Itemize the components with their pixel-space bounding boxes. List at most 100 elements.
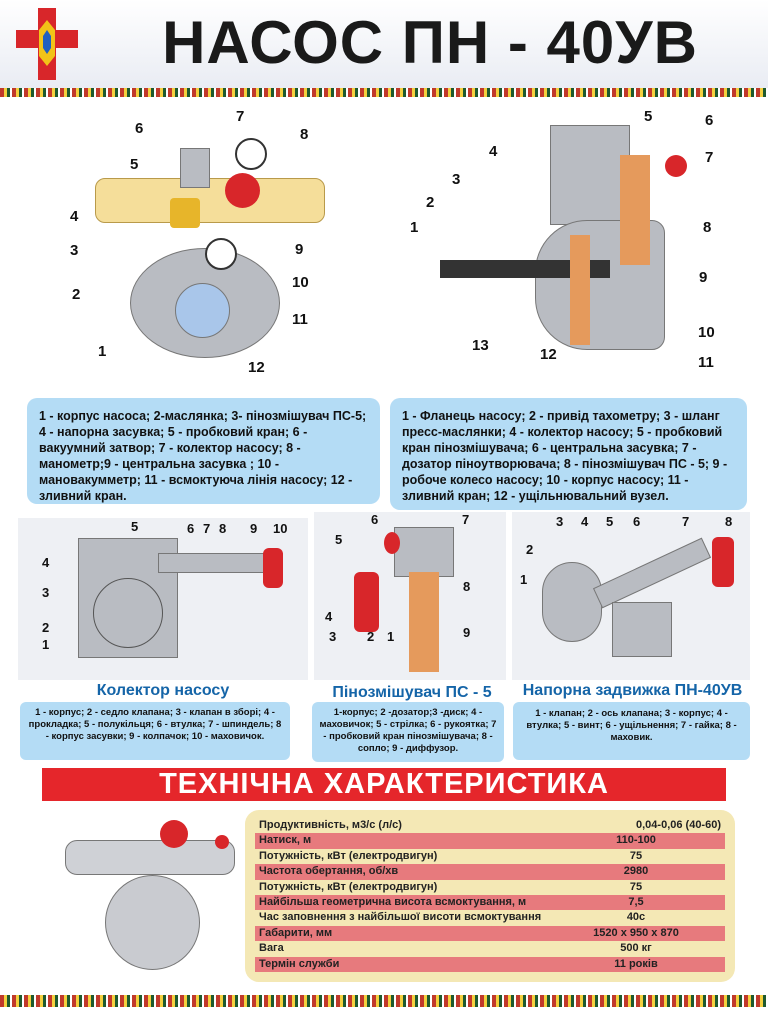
callout-label: 3 [329,629,337,644]
callout-label: 7 [682,514,690,529]
callout-label: 6 [633,514,641,529]
emblem-logo [14,6,80,82]
pump-diagram-front [60,108,360,383]
callout-label: 9 [250,521,258,536]
callout-label: 6 [371,512,379,527]
spec-row: Час заповнення з найбільшої висоти всмок… [255,910,725,925]
callout-label: 1 [520,572,528,587]
callout-label: 2 [42,620,50,635]
specs-banner: ТЕХНІЧНА ХАРАКТЕРИСТИКА [42,768,726,801]
callout-label: 3 [452,171,461,188]
callout-label: 7 [705,149,714,166]
callout-label: 4 [42,555,50,570]
callout-label: 4 [70,208,79,225]
spec-value: 75 [629,880,643,893]
callout-label: 9 [463,625,471,640]
spec-name: Час заповнення з найбільшої висоти всмок… [259,911,542,924]
collector-diagram [18,518,308,680]
valve-caption: Напорна задвижка ПН-40УВ [522,682,743,699]
spec-row: Потужність, кВт (електродвигун) 75 [255,849,725,864]
header [0,0,768,88]
callout-label: 2 [426,194,435,211]
spec-name: Термін служби [259,957,340,970]
callout-label: 10 [698,324,715,341]
valve-diagram [512,512,750,680]
callout-label: 1 [98,343,107,360]
foam-mixer-diagram [314,512,506,680]
callout-label: 1 [387,629,395,644]
callout-label: 4 [489,143,498,160]
callout-label: 8 [219,521,227,536]
callout-label: 3 [42,585,50,600]
callout-label: 8 [703,219,712,236]
callout-label: 9 [699,269,708,286]
spec-row: Термін служби 11 років [255,956,725,972]
spec-name: Потужність, кВт (електродвигун) [259,849,438,862]
specs-table: Продуктивність, м3/с (л/с) 0,04-0,06 (40-… [245,810,735,982]
callout-label: 2 [367,629,375,644]
collector-caption: Колектор насосу [96,682,230,699]
spec-name: Потужність, кВт (електродвигун) [259,880,438,893]
callout-label: 10 [292,274,309,291]
callout-label: 2 [526,542,534,557]
spec-row: Натиск, м 110-100 [255,833,725,849]
legend-section: 1 - Фланець насосу; 2 - привід тахометру… [390,398,747,510]
callout-label: 3 [70,242,79,259]
callout-label: 5 [606,514,614,529]
spec-value: 110-100 [616,834,656,847]
spec-name: Продуктивність, м3/с (л/с) [259,819,402,831]
spec-value: 40с [626,911,646,924]
spec-value: 75 [629,849,643,862]
spec-row: Потужність, кВт (електродвигун) 75 [255,880,725,895]
spec-row: Найбільша геометрична висота всмоктуванн… [255,894,725,911]
callout-label: 5 [131,519,139,534]
ornament-bottom [0,995,768,1007]
callout-label: 5 [130,156,139,173]
foam-mixer-legend: 1-корпус; 2 -дозатор;3 -диск; 4 - махови… [312,702,504,762]
spec-row: Габарити, мм 1520 х 950 х 870 [255,925,725,942]
spec-value: 0,04-0,06 (40-60) [636,819,721,831]
callout-label: 4 [325,609,333,624]
callout-label: 12 [248,359,265,376]
spec-value: 11 років [614,957,658,970]
spec-row: Частота обертання, об/хв 2980 [255,864,725,880]
legend-front: 1 - корпус насоса; 2-маслянка; 3- пінозм… [27,398,380,504]
pump-photo [55,815,240,985]
spec-name: Вага [259,942,284,955]
callout-label: 2 [72,286,81,303]
collector-legend: 1 - корпус; 2 - седло клапана; 3 - клапа… [20,702,290,760]
callout-label: 6 [187,521,195,536]
spec-value: 2980 [623,865,649,878]
pump-diagram-section [420,115,700,370]
callout-label: 11 [292,311,308,328]
callout-label: 7 [236,108,245,125]
callout-label: 7 [203,521,211,536]
callout-label: 8 [725,514,733,529]
callout-label: 4 [581,514,589,529]
page-title: НАСОС ПН - 40УВ [162,9,698,76]
callout-label: 13 [472,337,489,354]
spec-name: Натиск, м [259,834,312,847]
spec-value: 7,5 [628,895,644,908]
valve-legend: 1 - клапан; 2 - ось клапана; 3 - корпус;… [513,702,750,760]
callout-label: 8 [463,579,471,594]
callout-label: 12 [540,346,557,363]
callout-label: 5 [644,108,653,125]
spec-name: Найбільша геометрична висота всмоктуванн… [259,895,527,908]
ornament-top [0,88,768,97]
spec-value: 1520 х 950 х 870 [593,926,679,939]
callout-label: 9 [295,241,304,258]
callout-label: 11 [698,354,714,371]
callout-label: 10 [273,521,288,536]
callout-label: 5 [335,532,343,547]
spec-row: Продуктивність, м3/с (л/с) 0,04-0,06 (40-… [255,818,725,833]
callout-label: 6 [705,112,714,129]
callout-label: 6 [135,120,144,137]
callout-label: 3 [556,514,564,529]
callout-label: 8 [300,126,309,143]
foam-mixer-caption: Пінозмішувач ПС - 5 [332,684,492,701]
spec-name: Габарити, мм [259,926,333,939]
spec-name: Частота обертання, об/хв [259,865,399,878]
callout-label: 7 [462,512,470,527]
